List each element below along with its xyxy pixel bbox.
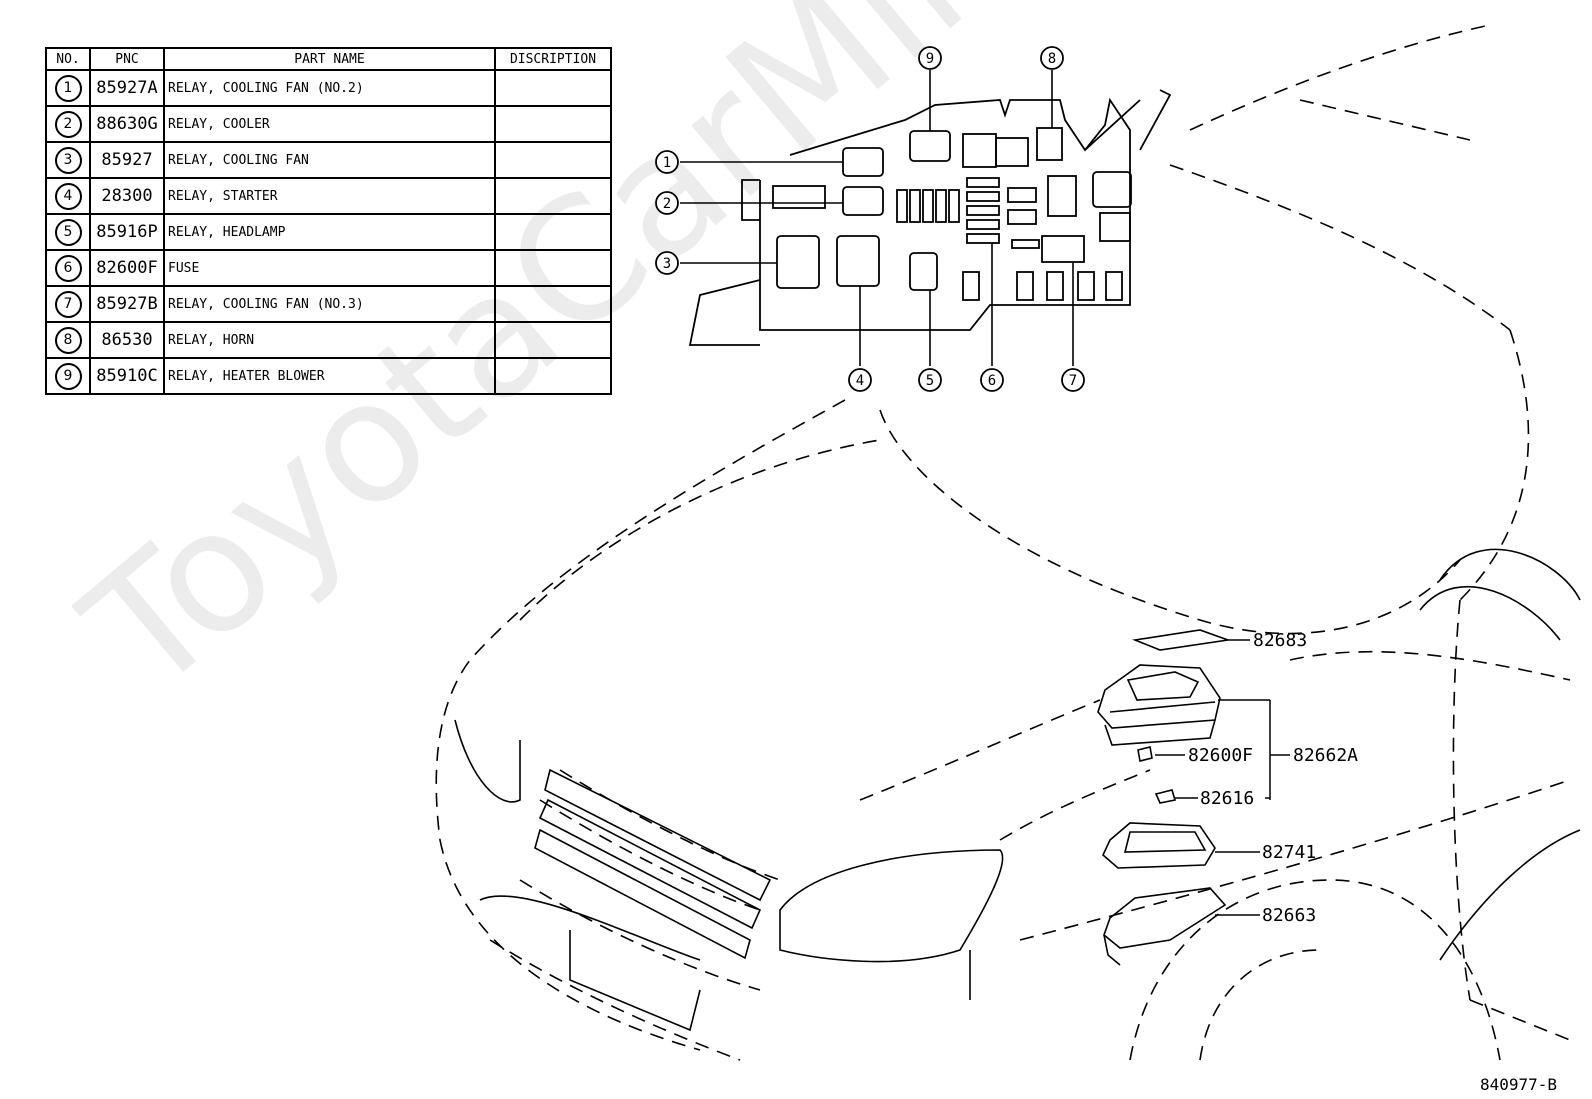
table-row: 4 28300 RELAY, STARTER bbox=[45, 177, 612, 215]
part-leaders bbox=[1155, 639, 1290, 916]
row-part-name: RELAY, COOLING FAN (NO.2) bbox=[163, 69, 496, 107]
table-header-row: NO. PNC PART NAME DISCRIPTION bbox=[45, 47, 612, 71]
callout-2-text: 2 bbox=[663, 196, 671, 212]
row-part-name: RELAY, COOLING FAN (NO.3) bbox=[163, 285, 496, 323]
row-number: 4 bbox=[54, 182, 82, 210]
callout-7-text: 7 bbox=[1069, 373, 1077, 389]
row-pnc: 85916P bbox=[89, 213, 165, 251]
relay-callout-leaders bbox=[680, 70, 1074, 366]
row-part-name: RELAY, HEATER BLOWER bbox=[163, 357, 496, 395]
row-description bbox=[494, 69, 612, 107]
table-row: 1 85927A RELAY, COOLING FAN (NO.2) bbox=[45, 69, 612, 107]
header-no: NO. bbox=[45, 47, 91, 71]
row-part-name: RELAY, COOLING FAN bbox=[163, 141, 496, 179]
row-description bbox=[494, 105, 612, 143]
row-number: 6 bbox=[54, 254, 82, 282]
header-part-name: PART NAME bbox=[163, 47, 496, 71]
row-part-name: FUSE bbox=[163, 249, 496, 287]
part-label-82662A: 82662A bbox=[1293, 745, 1358, 766]
row-part-name: RELAY, HORN bbox=[163, 321, 496, 359]
row-number: 8 bbox=[54, 326, 82, 354]
parts-table: NO. PNC PART NAME DISCRIPTION 1 85927A R… bbox=[45, 47, 612, 395]
row-description bbox=[494, 213, 612, 251]
row-part-name: RELAY, STARTER bbox=[163, 177, 496, 215]
table-row: 3 85927 RELAY, COOLING FAN bbox=[45, 141, 612, 179]
row-part-name: RELAY, HEADLAMP bbox=[163, 213, 496, 251]
row-pnc: 28300 bbox=[89, 177, 165, 215]
vehicle-outline bbox=[435, 24, 1571, 1061]
drawing-number: 840977-B bbox=[1480, 1075, 1557, 1094]
row-pnc: 88630G bbox=[89, 105, 165, 143]
callout-3-text: 3 bbox=[663, 256, 671, 272]
table-row: 8 86530 RELAY, HORN bbox=[45, 321, 612, 359]
callout-6-text: 6 bbox=[988, 373, 996, 389]
row-part-name: RELAY, COOLER bbox=[163, 105, 496, 143]
row-number: 5 bbox=[54, 218, 82, 246]
table-row: 2 88630G RELAY, COOLER bbox=[45, 105, 612, 143]
callout-8-text: 8 bbox=[1048, 51, 1056, 67]
table-row: 9 85910C RELAY, HEATER BLOWER bbox=[45, 357, 612, 395]
row-number: 2 bbox=[54, 110, 82, 138]
part-label-82616: 82616 bbox=[1200, 788, 1254, 809]
row-pnc: 85927 bbox=[89, 141, 165, 179]
table-row: 5 85916P RELAY, HEADLAMP bbox=[45, 213, 612, 251]
row-description bbox=[494, 321, 612, 359]
row-number: 1 bbox=[54, 74, 82, 102]
row-number: 3 bbox=[54, 146, 82, 174]
row-description bbox=[494, 357, 612, 395]
row-pnc: 82600F bbox=[89, 249, 165, 287]
row-number: 7 bbox=[54, 290, 82, 318]
callout-4-text: 4 bbox=[856, 373, 864, 389]
row-pnc: 86530 bbox=[89, 321, 165, 359]
part-label-82663: 82663 bbox=[1262, 905, 1316, 926]
row-pnc: 85927B bbox=[89, 285, 165, 323]
row-number: 9 bbox=[54, 362, 82, 390]
row-description bbox=[494, 141, 612, 179]
callout-9-text: 9 bbox=[926, 51, 934, 67]
part-label-82600F: 82600F bbox=[1188, 745, 1253, 766]
part-label-82683: 82683 bbox=[1253, 630, 1307, 651]
vehicle-solid-lines bbox=[454, 548, 1581, 1032]
row-description bbox=[494, 249, 612, 287]
row-description bbox=[494, 285, 612, 323]
part-label-82741: 82741 bbox=[1262, 842, 1316, 863]
relay-callout-circles bbox=[655, 46, 1085, 392]
row-pnc: 85910C bbox=[89, 357, 165, 395]
callout-1-text: 1 bbox=[663, 155, 671, 171]
header-description: DISCRIPTION bbox=[494, 47, 612, 71]
row-pnc: 85927A bbox=[89, 69, 165, 107]
header-pnc: PNC bbox=[89, 47, 165, 71]
table-row: 6 82600F FUSE bbox=[45, 249, 612, 287]
table-row: 7 85927B RELAY, COOLING FAN (NO.3) bbox=[45, 285, 612, 323]
callout-5-text: 5 bbox=[926, 373, 934, 389]
row-description bbox=[494, 177, 612, 215]
